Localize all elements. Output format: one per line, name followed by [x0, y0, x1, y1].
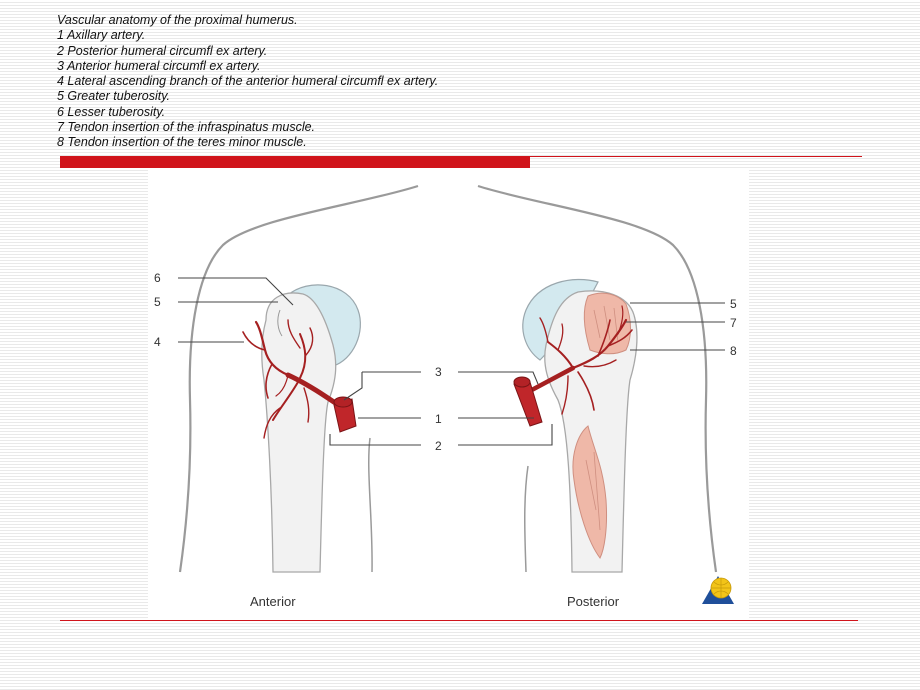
bottom-divider: [60, 620, 858, 621]
anatomy-illustration: 6 5 4 3 1 2 5 7 8 Anterior Posterior: [148, 170, 749, 618]
posterior-view-label: Posterior: [567, 594, 620, 609]
caption-item-4: 4 Lateral ascending branch of the anteri…: [57, 74, 439, 89]
anterior-bicipital-groove: [277, 309, 283, 337]
anterior-axillary-artery: [333, 396, 357, 433]
teres-minor-insertion: [572, 425, 607, 559]
top-divider: [60, 156, 862, 169]
posterior-leader-lines: [626, 302, 725, 351]
label-6-anterior: 6: [154, 271, 161, 285]
caption-item-1: 1 Axillary artery.: [57, 28, 146, 43]
label-2: 2: [435, 439, 442, 453]
anterior-humerus: [242, 284, 361, 573]
caption-item-6: 6 Lesser tuberosity.: [57, 104, 166, 119]
figure-caption: Vascular anatomy of the proximal humerus…: [57, 13, 877, 151]
label-8-posterior: 8: [730, 344, 737, 358]
center-leader-lines: [329, 371, 553, 446]
posterior-humerus: [513, 278, 638, 573]
label-7-posterior: 7: [730, 316, 737, 330]
divider-thick-segment: [60, 156, 530, 168]
label-3: 3: [435, 365, 442, 379]
caption-title: Vascular anatomy of the proximal humerus…: [57, 13, 298, 27]
posterior-inner-contour: [524, 465, 529, 573]
divider-thin-segment: [530, 156, 862, 157]
humerus-diagram: 6 5 4 3 1 2 5 7 8 Anterior Posterior: [154, 184, 737, 609]
caption-item-7: 7 Tendon insertion of the infraspinatus …: [57, 120, 316, 135]
label-5-posterior: 5: [730, 297, 737, 311]
caption-item-5: 5 Greater tuberosity.: [57, 89, 171, 104]
label-4-anterior: 4: [154, 335, 161, 349]
label-5-anterior: 5: [154, 295, 161, 309]
caption-item-8: 8 Tendon insertion of the teres minor mu…: [57, 135, 307, 150]
caption-item-2: 2 Posterior humeral circumfl ex artery.: [57, 43, 268, 58]
caption-item-3: 3 Anterior humeral circumfl ex artery.: [57, 58, 261, 73]
posterior-body-outline: [477, 184, 718, 573]
publisher-logo-icon: [702, 576, 734, 604]
anterior-view-label: Anterior: [250, 594, 296, 609]
anterior-inner-contour: [368, 437, 373, 573]
label-1: 1: [435, 412, 442, 426]
anterior-humerus-bone: [261, 292, 337, 573]
muscle-striations: [585, 305, 619, 531]
anterior-leader-lines: [178, 277, 294, 343]
posterior-axillary-artery: [513, 376, 543, 427]
anterior-body-outline: [178, 184, 419, 573]
